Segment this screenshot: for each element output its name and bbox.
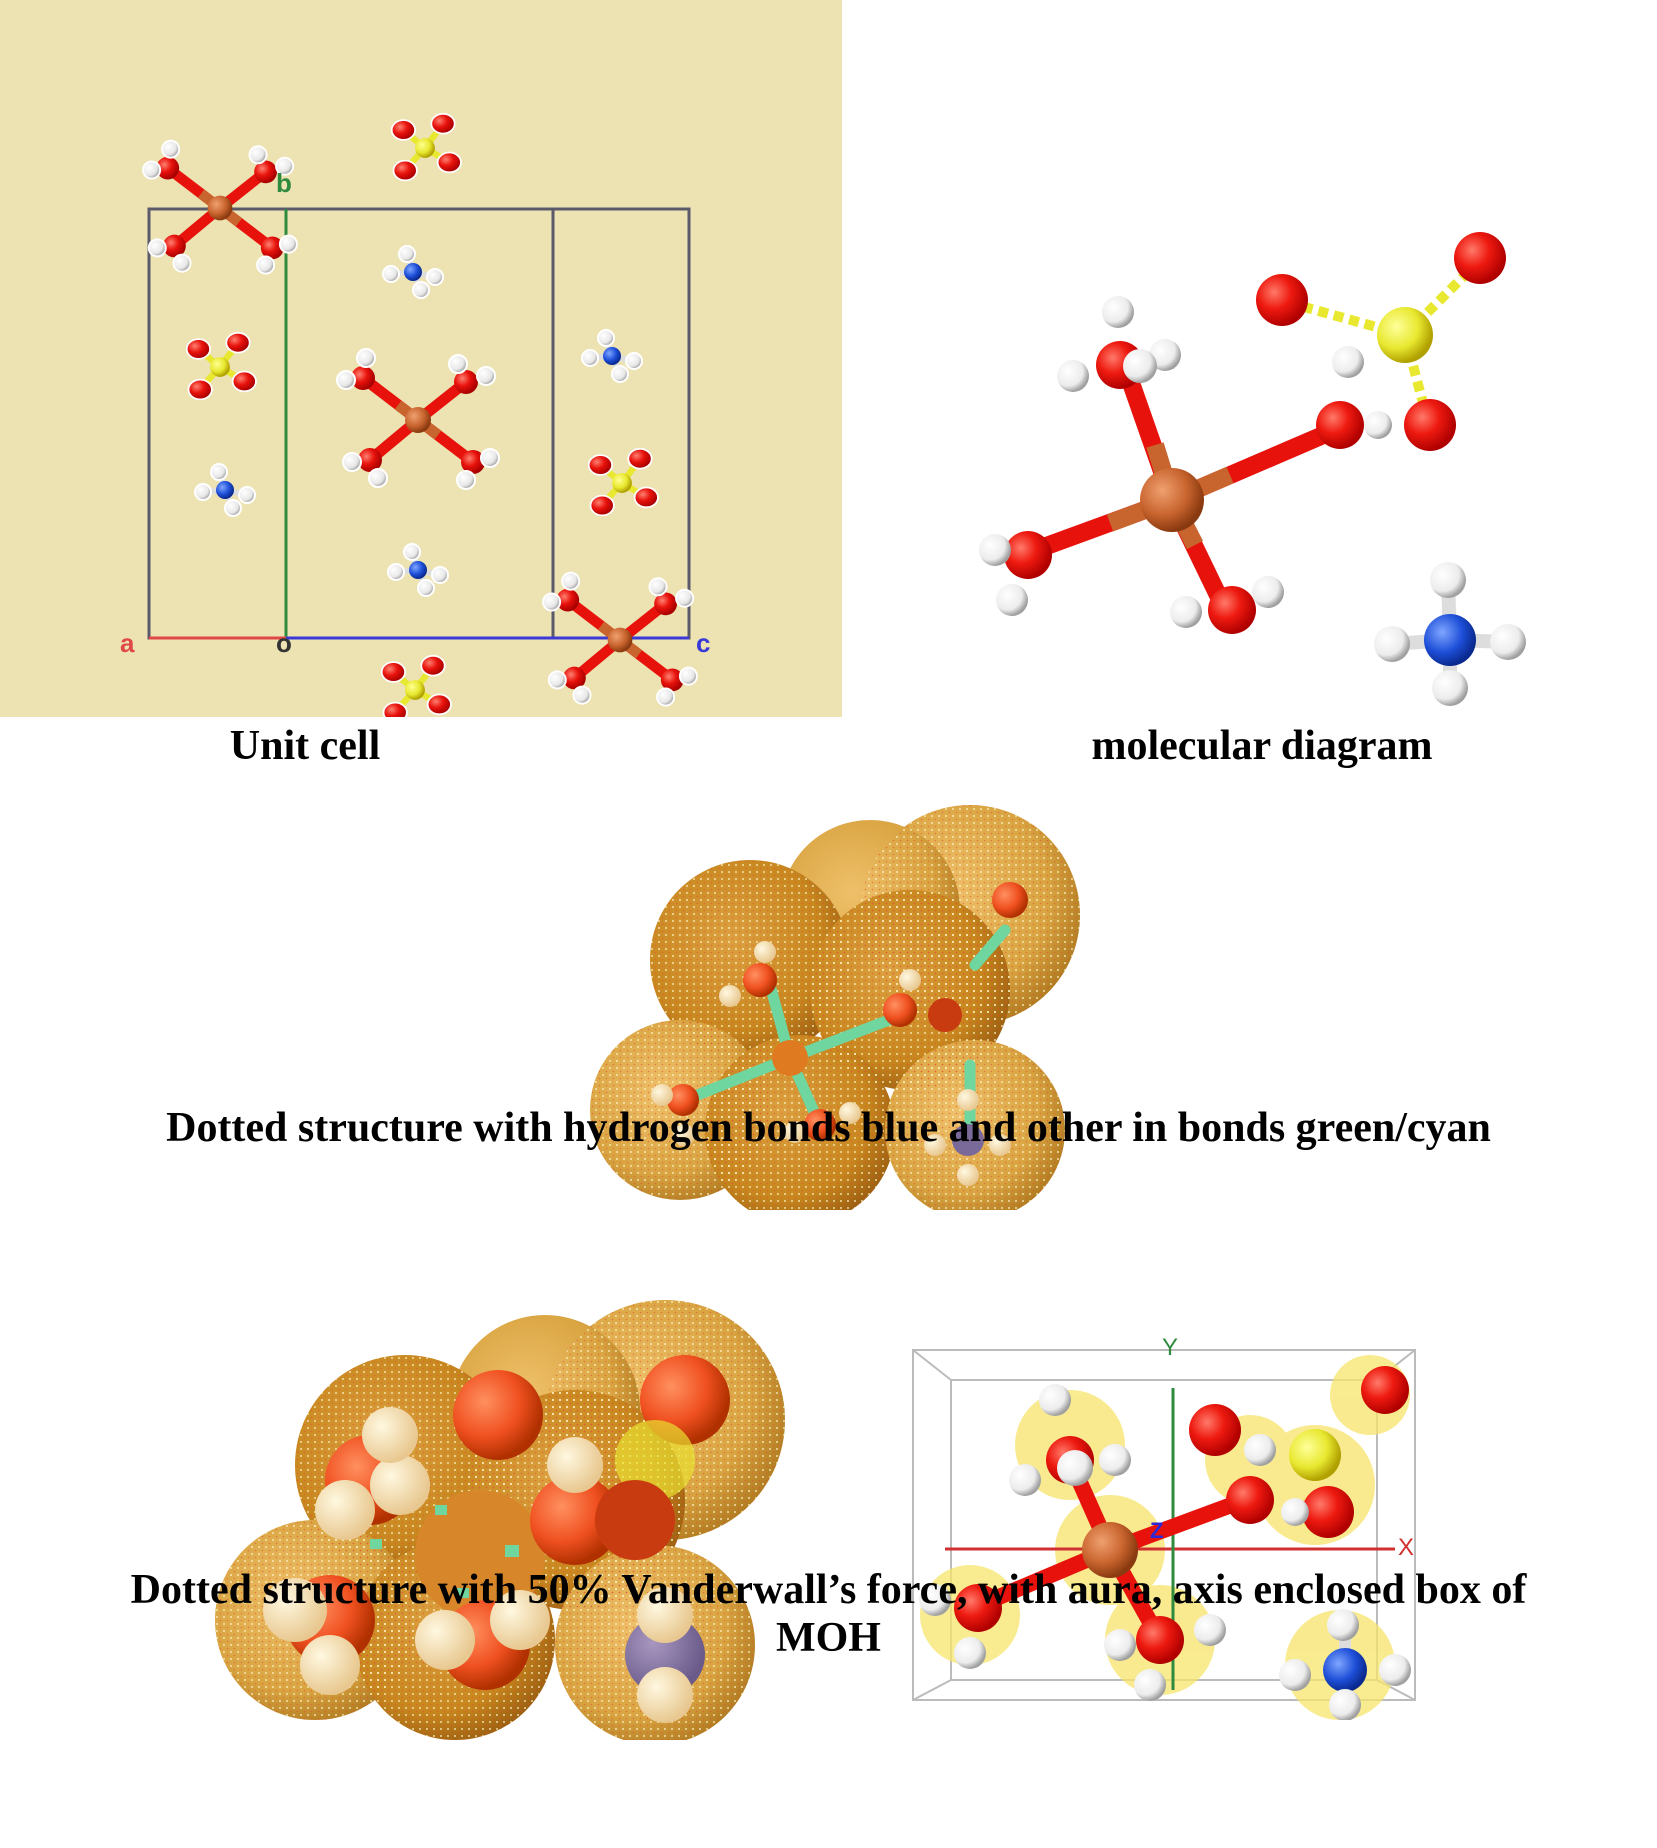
unit-cell-image: [0, 0, 842, 717]
caption-molecular-diagram: molecular diagram: [1091, 723, 1433, 769]
caption-unit-cell: Unit cell: [229, 723, 381, 769]
dotted-structure-vdw-panel: [215, 1300, 795, 1740]
axis-label-y: Y: [1162, 1334, 1179, 1361]
dotted-structure-bonds-image: [590, 805, 1080, 1210]
axis-label-b: b: [276, 168, 292, 198]
caption-dotted-structure-vdw-line2: MOH: [776, 1615, 881, 1661]
ammonium-ion: [1370, 560, 1530, 720]
axis-label-x: X: [1398, 1534, 1415, 1561]
dotted-structure-vdw-image: [215, 1300, 785, 1740]
axis-label-origin: o: [276, 628, 292, 658]
axis-box-panel: Y X Z: [910, 1334, 1430, 1720]
unit-cell-panel: b a o c: [0, 0, 842, 717]
ammonium-image: [1374, 562, 1526, 706]
caption-dotted-structure-bonds: Dotted structure with hydrogen bonds blu…: [166, 1105, 1491, 1151]
dotted-structure-bonds-panel: [580, 800, 1100, 1210]
molecular-diagram-panel: [940, 200, 1540, 640]
axis-label-a: a: [120, 628, 135, 658]
axis-box-image: [912, 1349, 1416, 1720]
molecular-diagram-image: [979, 232, 1506, 634]
axis-label-c: c: [696, 628, 711, 658]
axis-label-z: Z: [1150, 1518, 1164, 1543]
caption-dotted-structure-vdw-line1: Dotted structure with 50% Vanderwall’s f…: [130, 1567, 1527, 1613]
